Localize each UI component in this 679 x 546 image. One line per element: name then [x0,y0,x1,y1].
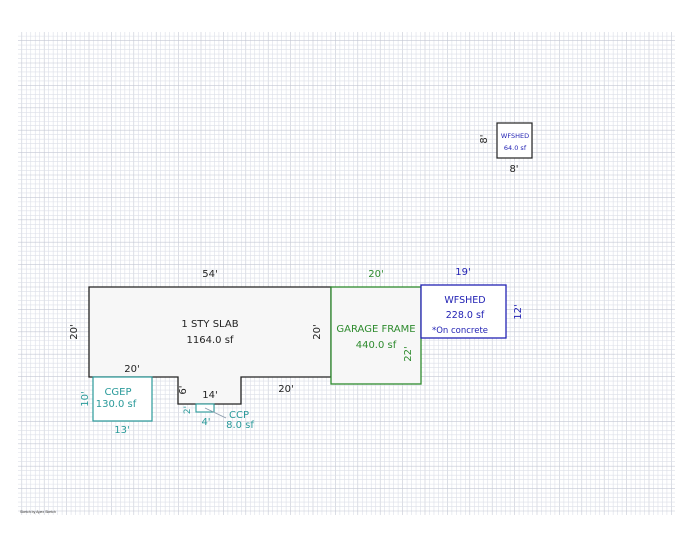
garage-label: GARAGE FRAME [336,324,415,335]
shed-small-label: WFSHED [501,132,529,140]
shed-large-dim-top: 19' [455,267,470,278]
shed-small-area: 64.0 sf [504,144,527,152]
cgep-area: 130.0 sf [96,399,137,410]
area-cgep[interactable]: CGEP 130.0 sf 10' 13' [80,376,153,436]
slab-label: 1 STY SLAB [181,319,238,330]
area-shed-small[interactable]: WFSHED 64.0 sf 8' 8' [479,122,533,175]
shed-small-dim-left: 8' [479,134,490,143]
shed-large-area: 228.0 sf [446,310,485,321]
garage-dim-right: 22' [403,346,414,361]
cgep-outline [92,376,153,422]
shed-small-dim-bottom: 8' [509,164,518,175]
sketch-credit: Sketch by Apex Sketch [20,510,56,514]
slab-dim-bottom-right: 20' [278,384,293,395]
area-ccp[interactable]: CCP 8.0 sf 2' 4' [183,403,254,431]
ccp-dim-left: 2' [183,406,193,414]
slab-area: 1164.0 sf [187,335,234,346]
slab-dim-left: 20' [69,324,80,339]
area-shed-large[interactable]: WFSHED 228.0 sf *On concrete 19' 12' [420,267,524,339]
cgep-dim-left: 10' [80,391,91,406]
ccp-leader-line [204,407,227,419]
cgep-dim-bottom: 13' [114,425,129,436]
slab-dim-right: 20' [312,324,323,339]
shed-small-outline [496,122,533,159]
ccp-label: CCP [229,410,249,421]
shed-large-label: WFSHED [444,295,485,306]
grid [18,32,675,515]
shed-large-dim-right: 12' [513,304,524,319]
slab-dim-notch-bottom: 14' [202,390,217,401]
garage-dim-top: 20' [368,269,383,280]
slab-dim-bottom-left: 20' [124,364,139,375]
garage-area: 440.0 sf [356,340,397,351]
cgep-label: CGEP [104,387,131,398]
slab-dim-top: 54' [202,269,217,280]
shed-large-outline [420,284,507,339]
garage-outline [330,286,422,385]
area-garage[interactable]: GARAGE FRAME 440.0 sf 20' 22' [330,269,422,385]
shed-large-note: *On concrete [432,326,488,336]
ccp-dim-bottom: 4' [201,417,210,428]
area-slab[interactable]: 1 STY SLAB 1164.0 sf 54' 20' 20' 20' 6' … [69,269,332,405]
ccp-area: 8.0 sf [226,420,254,431]
slab-dim-notch-left: 6' [178,385,189,394]
